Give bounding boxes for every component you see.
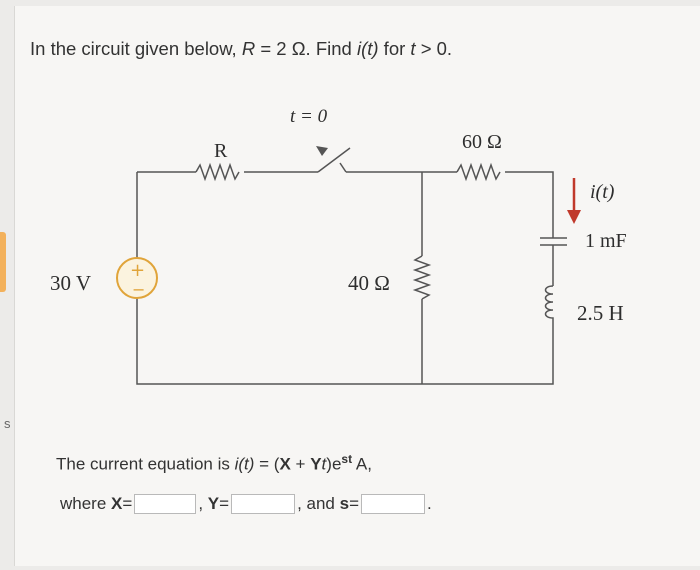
switch-arrow <box>316 146 328 156</box>
x-label: X <box>111 494 123 513</box>
left-edge-marker <box>0 232 6 292</box>
x-answer-input[interactable] <box>134 494 197 514</box>
sep-1: , <box>198 494 204 513</box>
x-eq: = <box>122 494 133 513</box>
source-plus-sign: + <box>130 260 145 281</box>
question-var-t: t <box>410 38 416 59</box>
question-var-r: R <box>241 38 256 59</box>
answer-plus: + <box>290 454 311 474</box>
question-func: i(t) <box>356 38 379 59</box>
voltage-source <box>116 257 158 299</box>
answer-eq: = ( <box>254 454 280 474</box>
question-text: In the circuit given below, R = 2 Ω. Fin… <box>30 38 452 60</box>
source-minus-sign: − <box>132 280 145 299</box>
answer-prefix: The current equation is <box>56 454 235 474</box>
label-resistor-r: R <box>214 140 228 162</box>
answer-unit: A, <box>352 454 372 474</box>
switch-blade <box>317 147 351 173</box>
label-source: 30 V <box>50 271 91 295</box>
fields-where: where <box>60 494 107 513</box>
answer-x: X <box>279 454 291 474</box>
label-capacitor: 1 mF <box>585 230 627 252</box>
answer-exponent: st <box>341 452 353 466</box>
s-answer-input[interactable] <box>361 494 426 514</box>
circuit-diagram: + − R t = 0 60 Ω i(t) 1 mF 30 V 40 Ω 2.5… <box>50 106 627 385</box>
label-r40: 40 Ω <box>348 271 390 295</box>
wire-right-top <box>505 171 554 235</box>
s-label: s <box>339 494 350 513</box>
question-given: = 2 Ω. Find <box>255 38 357 59</box>
answer-y: Y <box>310 454 322 474</box>
answer-t: t <box>321 454 327 474</box>
resistor-60 <box>456 162 501 182</box>
inductor <box>544 285 554 330</box>
current-arrow-head <box>567 210 581 224</box>
wire-bottom <box>136 298 554 385</box>
answer-fields: where X = , Y = , and s = . <box>60 494 432 514</box>
side-letter: s <box>4 416 11 431</box>
switch-contact <box>339 162 347 173</box>
resistor-40 <box>412 255 432 300</box>
sep-2: , and <box>297 494 335 513</box>
label-current: i(t) <box>590 181 615 203</box>
y-label: Y <box>207 494 220 513</box>
y-answer-input[interactable] <box>231 494 296 514</box>
question-suffix: for <box>378 38 411 59</box>
label-r60: 60 Ω <box>462 131 502 153</box>
label-switch: t = 0 <box>290 106 328 127</box>
resistor-r <box>195 162 240 182</box>
s-eq: = <box>349 494 360 513</box>
answer-equation: The current equation is i(t) = (X + Yt)e… <box>56 452 372 475</box>
question-prefix: In the circuit given below, <box>30 38 242 59</box>
label-inductor: 2.5 H <box>577 301 624 325</box>
fields-end: . <box>427 494 432 513</box>
answer-func: i(t) <box>234 454 255 474</box>
y-eq: = <box>219 494 230 513</box>
answer-close: )e <box>326 454 342 474</box>
question-cond: > 0. <box>415 38 453 59</box>
